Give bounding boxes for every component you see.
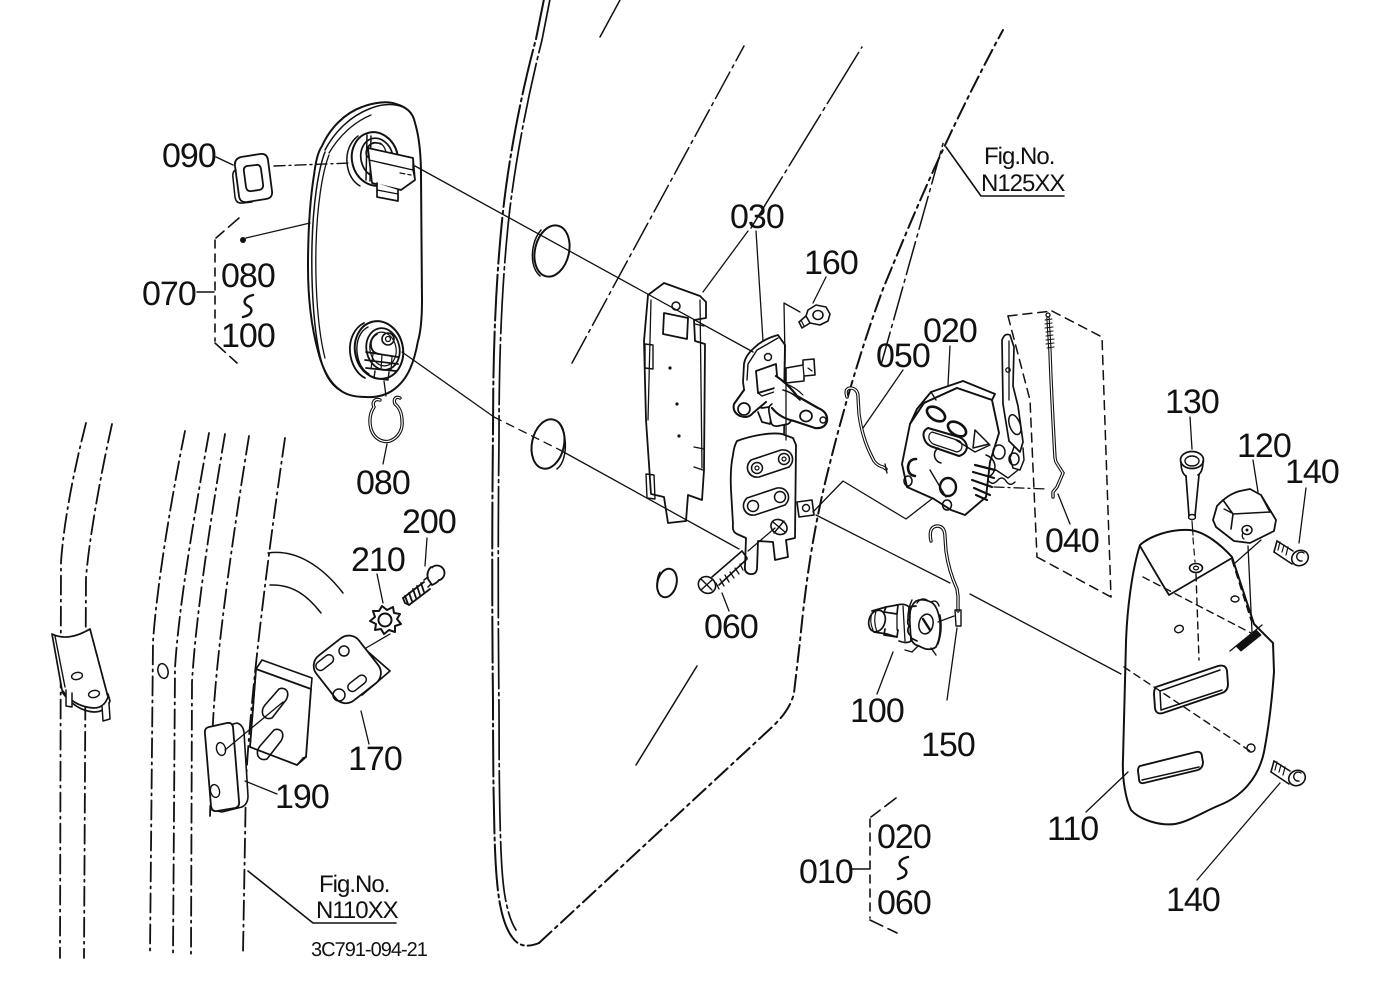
svg-text:020: 020 bbox=[923, 312, 977, 350]
svg-text:010: 010 bbox=[799, 853, 853, 891]
svg-text:170: 170 bbox=[348, 740, 402, 778]
svg-text:Fig.No.: Fig.No. bbox=[319, 871, 389, 898]
svg-text:Fig.No.: Fig.No. bbox=[984, 143, 1054, 170]
svg-text:120: 120 bbox=[1237, 427, 1291, 465]
svg-text:3C791-094-21: 3C791-094-21 bbox=[311, 939, 428, 961]
svg-text:030: 030 bbox=[730, 198, 784, 236]
svg-text:160: 160 bbox=[804, 244, 858, 282]
svg-text:040: 040 bbox=[1045, 522, 1099, 560]
svg-text:140: 140 bbox=[1285, 453, 1339, 491]
svg-text:080: 080 bbox=[356, 464, 410, 502]
svg-text:070: 070 bbox=[142, 275, 196, 313]
svg-text:060: 060 bbox=[877, 884, 931, 922]
svg-text:020: 020 bbox=[877, 818, 931, 856]
svg-text:060: 060 bbox=[704, 608, 758, 646]
svg-text:N110XX: N110XX bbox=[316, 897, 399, 924]
svg-text:080: 080 bbox=[221, 257, 275, 295]
svg-text:100: 100 bbox=[221, 317, 275, 355]
svg-text:130: 130 bbox=[1165, 383, 1219, 421]
svg-text:N125XX: N125XX bbox=[981, 170, 1065, 197]
svg-text:090: 090 bbox=[162, 137, 216, 175]
svg-text:210: 210 bbox=[351, 541, 405, 579]
svg-text:140: 140 bbox=[1166, 881, 1220, 919]
svg-text:200: 200 bbox=[402, 503, 456, 541]
svg-text:190: 190 bbox=[275, 778, 329, 816]
svg-text:050: 050 bbox=[876, 337, 930, 375]
svg-text:150: 150 bbox=[921, 726, 975, 764]
svg-text:110: 110 bbox=[1047, 810, 1098, 848]
svg-text:100: 100 bbox=[850, 692, 904, 730]
